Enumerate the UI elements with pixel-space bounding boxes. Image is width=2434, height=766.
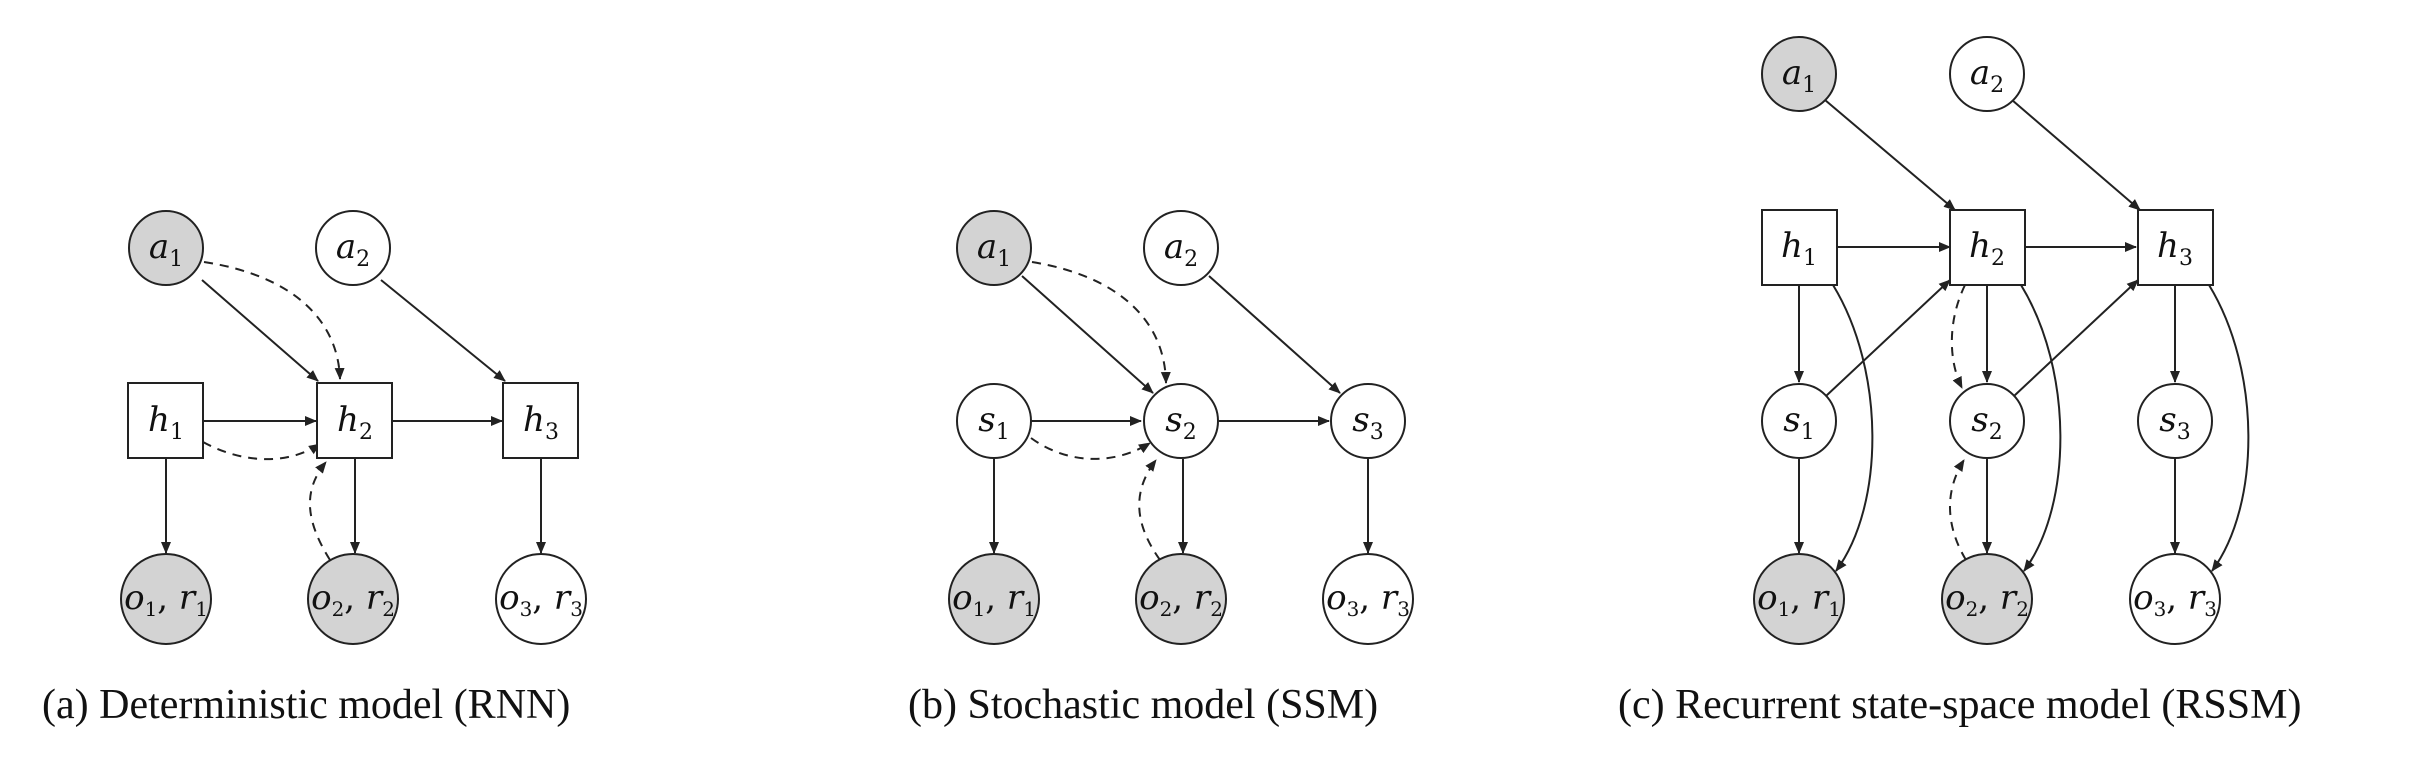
edge-a1-s2-dashed [1031, 261, 1171, 384]
node-o2 [307, 553, 399, 645]
node-s1 [956, 383, 1032, 459]
node-o2 [1135, 553, 1227, 645]
node-a2 [1949, 36, 2025, 112]
edge-o2-s2-dashed [1949, 459, 1967, 561]
label-s1: s1 [978, 400, 1009, 445]
caption-b: (b) Stochastic model (SSM) [908, 682, 1378, 728]
node-s3 [2137, 383, 2213, 459]
label-o3: o3, r3 [2133, 578, 2217, 621]
label-h1: h1 [1781, 226, 1817, 271]
label-a1: a1 [149, 227, 183, 272]
label-h2: h2 [1969, 226, 2005, 271]
label-h3: h3 [2157, 226, 2193, 271]
label-o3: o3, r3 [1326, 578, 1410, 621]
labels-a: a1 a2 h1 h2 h3 o1, r1 o2, r2 o3, r3 [124, 227, 583, 621]
nodes-c [1753, 36, 2221, 645]
node-o3 [495, 553, 587, 645]
node-o1 [120, 553, 212, 645]
edge-s1-h2 [1825, 279, 1951, 397]
node-s2 [1143, 383, 1219, 459]
edge-a1-h2-dashed [203, 261, 345, 380]
edge-o2-s2-dashed [1138, 459, 1161, 561]
edges-c [1794, 99, 2250, 572]
edge-a2-h3 [2011, 99, 2141, 211]
edge-s2-h3 [2013, 279, 2139, 397]
node-s1 [1761, 383, 1837, 459]
node-a2 [1143, 210, 1219, 286]
node-o1 [1753, 553, 1845, 645]
label-s3: s3 [2159, 400, 2190, 445]
edge-h2-s2-dashed [1950, 284, 1966, 389]
label-s3: s3 [1352, 400, 1383, 445]
panel-recurrent-rssm: a1 a2 h1 h2 h3 s1 s2 s3 o1, r1 o2, r2 o3… [1618, 36, 2301, 728]
nodes-b [948, 210, 1414, 645]
label-o1: o1, r1 [952, 578, 1036, 621]
label-a1: a1 [1782, 53, 1816, 98]
edges-b [989, 261, 1373, 561]
node-h2 [316, 382, 393, 459]
label-a2: a2 [1164, 227, 1198, 272]
edge-h1-o1-curve [1832, 284, 1874, 572]
node-a1 [128, 210, 204, 286]
node-a2 [315, 210, 391, 286]
label-s1: s1 [1783, 400, 1814, 445]
labels-b: a1 a2 s1 s2 s3 o1, r1 o2, r2 o3, r3 [952, 227, 1410, 621]
edge-o2-h2-dashed [308, 461, 331, 561]
edge-h1-h2-dashed [202, 441, 321, 461]
node-h3 [2137, 209, 2214, 286]
edge-a2-h3 [380, 279, 506, 382]
node-h2 [1949, 209, 2026, 286]
label-h1: h1 [148, 400, 184, 445]
caption-c: (c) Recurrent state-space model (RSSM) [1618, 682, 2301, 728]
node-o2 [1941, 553, 2033, 645]
panel-stochastic-ssm: a1 a2 s1 s2 s3 o1, r1 o2, r2 o3, r3 (b) … [908, 210, 1414, 728]
label-a2: a2 [336, 227, 370, 272]
label-h2: h2 [337, 400, 373, 445]
edge-a1-h2 [201, 279, 319, 382]
node-a1 [1761, 36, 1837, 112]
label-h3: h3 [523, 400, 559, 445]
label-o1: o1, r1 [124, 578, 208, 621]
edge-s1-s2-dashed [1030, 437, 1151, 460]
node-s3 [1330, 383, 1406, 459]
label-a2: a2 [1970, 53, 2004, 98]
label-o3: o3, r3 [499, 578, 583, 621]
label-o1: o1, r1 [1757, 578, 1841, 621]
label-o2: o2, r2 [311, 578, 395, 621]
node-o1 [948, 553, 1040, 645]
edge-a1-s2 [1021, 275, 1154, 394]
nodes-a [120, 210, 587, 645]
node-o3 [1322, 553, 1414, 645]
node-a1 [956, 210, 1032, 286]
panel-deterministic-rnn: a1 a2 h1 h2 h3 o1, r1 o2, r2 o3, r3 (a) … [42, 210, 587, 728]
node-o3 [2129, 553, 2221, 645]
edges-a [161, 261, 546, 561]
label-o2: o2, r2 [1945, 578, 2029, 621]
edge-a2-s3 [1208, 275, 1341, 394]
node-s2 [1949, 383, 2025, 459]
node-h1 [127, 382, 204, 459]
edge-a1-h2 [1824, 99, 1956, 211]
edge-h2-o2-curve [2020, 284, 2062, 572]
label-s2: s2 [1165, 400, 1196, 445]
edge-h3-o3-curve [2208, 284, 2250, 572]
labels-c: a1 a2 h1 h2 h3 s1 s2 s3 o1, r1 o2, r2 o3… [1757, 53, 2217, 621]
label-a1: a1 [977, 227, 1011, 272]
caption-a: (a) Deterministic model (RNN) [42, 682, 570, 728]
node-h3 [502, 382, 579, 459]
node-h1 [1761, 209, 1838, 286]
label-o2: o2, r2 [1139, 578, 1223, 621]
label-s2: s2 [1971, 400, 2002, 445]
